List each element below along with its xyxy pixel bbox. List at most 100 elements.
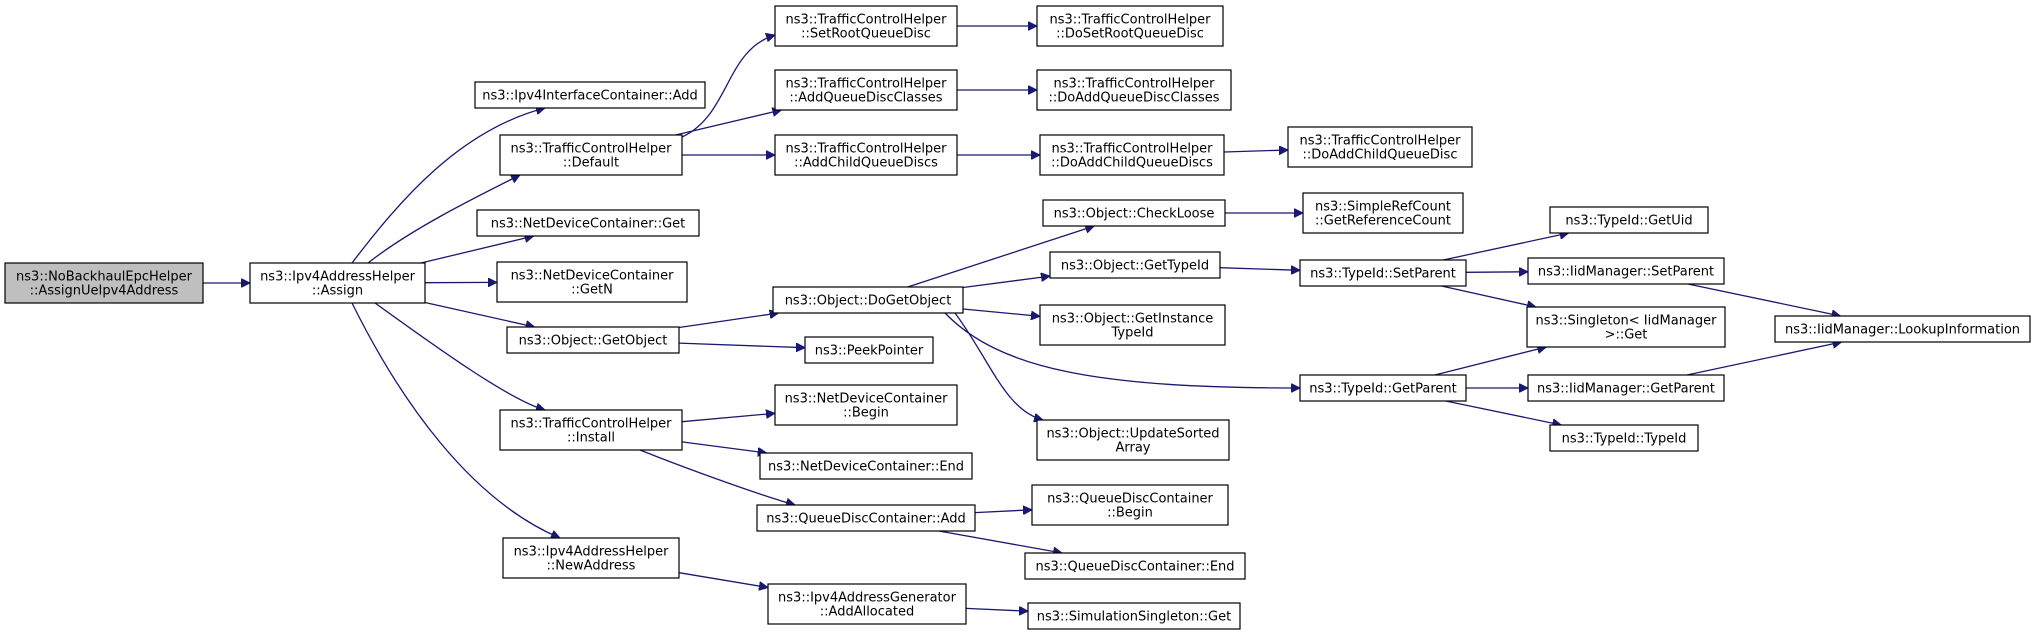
node-label-line: ns3::IidManager::SetParent xyxy=(1538,265,1714,280)
edge-obj_gettypeid-to-typeid_setparent xyxy=(1219,268,1300,271)
node-box xyxy=(1024,552,1246,580)
edge-typeid_setparent-to-iidm_setparent xyxy=(1465,272,1528,273)
node-qdc_end[interactable]: ns3::QueueDiscContainer::End xyxy=(1024,552,1246,580)
node-ndc_get[interactable]: ns3::NetDeviceContainer::Get xyxy=(476,209,700,237)
node-box xyxy=(1774,315,2031,343)
node-box xyxy=(476,209,700,237)
edge-iidm_getparent-to-iidm_lookup xyxy=(1686,342,1842,376)
edge-tch_default-to-tch_addclasses xyxy=(675,110,782,136)
node-box xyxy=(1526,306,1726,348)
node-box xyxy=(1527,257,1725,285)
node-label-line: ::GetReferenceCount xyxy=(1315,214,1451,229)
node-box xyxy=(767,583,967,625)
node-label-line: ns3::Ipv4InterfaceContainer::Add xyxy=(482,89,698,104)
node-tch_addchild[interactable]: ns3::TrafficControlHelper::AddChildQueue… xyxy=(774,134,958,176)
edge-obj_dogetobject-to-obj_gettypeid xyxy=(962,276,1050,289)
node-box xyxy=(804,336,934,364)
node-ifc_add[interactable]: ns3::Ipv4InterfaceContainer::Add xyxy=(474,81,706,109)
node-label-line: ::DoAddQueueDiscClasses xyxy=(1048,91,1219,106)
node-ndc_getn[interactable]: ns3::NetDeviceContainer::GetN xyxy=(496,261,688,303)
node-qdc_add[interactable]: ns3::QueueDiscContainer::Add xyxy=(756,504,976,532)
node-obj_getobject[interactable]: ns3::Object::GetObject xyxy=(506,326,680,354)
node-label-line: ns3::Object::GetObject xyxy=(519,334,668,349)
node-label-line: ns3::TypeId::SetParent xyxy=(1310,267,1456,282)
node-sim_singleton_get[interactable]: ns3::SimulationSingleton::Get xyxy=(1027,602,1241,630)
edge-iah_newaddress-to-iag_addallocated xyxy=(678,572,768,588)
node-box xyxy=(1036,69,1232,111)
node-typeid_getparent[interactable]: ns3::TypeId::GetParent xyxy=(1299,374,1467,402)
node-box xyxy=(4,262,204,304)
edge-tch_install-to-ndc_begin xyxy=(681,413,775,423)
node-box xyxy=(1027,602,1241,630)
node-label-line: ns3::QueueDiscContainer xyxy=(1047,492,1213,507)
node-typeid_typeid[interactable]: ns3::TypeId::TypeId xyxy=(1549,424,1699,452)
edge-tch_install-to-ndc_end xyxy=(681,441,767,453)
edge-assign-to-tch_install xyxy=(374,302,545,410)
node-label-line: ::Assign xyxy=(312,284,363,299)
node-iag_addallocated[interactable]: ns3::Ipv4AddressGenerator::AddAllocated xyxy=(767,583,967,625)
node-box xyxy=(1039,304,1226,346)
node-assign[interactable]: ns3::Ipv4AddressHelper::Assign xyxy=(249,262,426,304)
node-tch_default[interactable]: ns3::TrafficControlHelper::Default xyxy=(499,134,683,176)
node-label-line: ::DoAddChildQueueDisc xyxy=(1303,148,1458,163)
node-box xyxy=(1049,251,1221,279)
node-box xyxy=(1299,259,1467,287)
node-tch_addclasses[interactable]: ns3::TrafficControlHelper::AddQueueDiscC… xyxy=(774,69,958,111)
node-typeid_getuid[interactable]: ns3::TypeId::GetUid xyxy=(1549,206,1709,234)
node-singleton_get[interactable]: ns3::Singleton< IidManager >::Get xyxy=(1526,306,1726,348)
edge-iidm_setparent-to-iidm_lookup xyxy=(1687,283,1841,316)
node-box xyxy=(1287,126,1473,168)
node-box xyxy=(774,5,958,47)
node-label-line: ::Install xyxy=(567,431,615,446)
node-ndc_end[interactable]: ns3::NetDeviceContainer::End xyxy=(759,452,973,480)
node-qdc_begin[interactable]: ns3::QueueDiscContainer::Begin xyxy=(1031,484,1229,526)
node-tch_doaddclasses[interactable]: ns3::TrafficControlHelper::DoAddQueueDis… xyxy=(1036,69,1232,111)
edge-assign-to-ndc_get xyxy=(420,236,534,264)
edge-tch_install-to-qdc_add xyxy=(639,449,795,505)
node-tch_dosetroot[interactable]: ns3::TrafficControlHelper::DoSetRootQueu… xyxy=(1036,5,1224,47)
node-label-line: ::Begin xyxy=(843,406,889,421)
edge-obj_getobject-to-peekpointer xyxy=(678,342,805,348)
node-box xyxy=(1031,484,1229,526)
node-label-line: ns3::TrafficControlHelper xyxy=(785,77,947,92)
node-label-line: ::AddAllocated xyxy=(820,605,914,620)
node-iah_newaddress[interactable]: ns3::Ipv4AddressHelper::NewAddress xyxy=(502,537,680,579)
node-iidm_setparent[interactable]: ns3::IidManager::SetParent xyxy=(1527,257,1725,285)
node-label-line: ::AssignUeIpv4Address xyxy=(30,284,179,299)
node-label-line: ns3::IidManager::LookupInformation xyxy=(1785,323,2020,338)
edge-typeid_setparent-to-typeid_getuid xyxy=(1443,233,1568,261)
node-tch_install[interactable]: ns3::TrafficControlHelper::Install xyxy=(499,409,683,451)
node-label-line: ::SetRootQueueDisc xyxy=(801,27,931,42)
node-srefcount[interactable]: ns3::SimpleRefCount::GetReferenceCount xyxy=(1302,192,1464,234)
node-obj_dogetobject[interactable]: ns3::Object::DoGetObject xyxy=(772,286,964,314)
node-box xyxy=(772,286,964,314)
node-iidm_lookup[interactable]: ns3::IidManager::LookupInformation xyxy=(1774,315,2031,343)
node-ndc_begin[interactable]: ns3::NetDeviceContainer::Begin xyxy=(774,384,958,426)
node-label-line: ::DoSetRootQueueDisc xyxy=(1056,27,1204,42)
node-peekpointer[interactable]: ns3::PeekPointer xyxy=(804,336,934,364)
node-box xyxy=(1036,419,1230,461)
node-label-line: ::GetN xyxy=(571,283,613,298)
node-typeid_setparent[interactable]: ns3::TypeId::SetParent xyxy=(1299,259,1467,287)
node-label-line: ::DoAddChildQueueDiscs xyxy=(1051,156,1213,171)
node-label-line: ns3::NetDeviceContainer::Get xyxy=(491,217,686,232)
node-label-line: ns3::Ipv4AddressHelper xyxy=(514,545,670,560)
node-label-line: ns3::TrafficControlHelper xyxy=(510,417,672,432)
node-tch_doaddchild[interactable]: ns3::TrafficControlHelper::DoAddChildQue… xyxy=(1287,126,1473,168)
node-tch_doaddchildren[interactable]: ns3::TrafficControlHelper::DoAddChildQue… xyxy=(1039,134,1225,176)
node-obj_gettypeid[interactable]: ns3::Object::GetTypeId xyxy=(1049,251,1221,279)
node-obj_checkloose[interactable]: ns3::Object::CheckLoose xyxy=(1042,199,1226,227)
node-box xyxy=(496,261,688,303)
node-label-line: Array xyxy=(1115,441,1150,456)
node-box xyxy=(506,326,680,354)
node-tch_setroot[interactable]: ns3::TrafficControlHelper::SetRootQueueD… xyxy=(774,5,958,47)
node-label-line: ns3::Object::CheckLoose xyxy=(1054,207,1215,222)
node-box xyxy=(249,262,426,304)
node-iidm_getparent[interactable]: ns3::IidManager::GetParent xyxy=(1527,374,1725,402)
edges-layer xyxy=(203,26,1842,611)
node-root[interactable]: ns3::NoBackhaulEpcHelper::AssignUeIpv4Ad… xyxy=(4,262,204,304)
node-label-line: ns3::NetDeviceContainer xyxy=(511,269,675,284)
